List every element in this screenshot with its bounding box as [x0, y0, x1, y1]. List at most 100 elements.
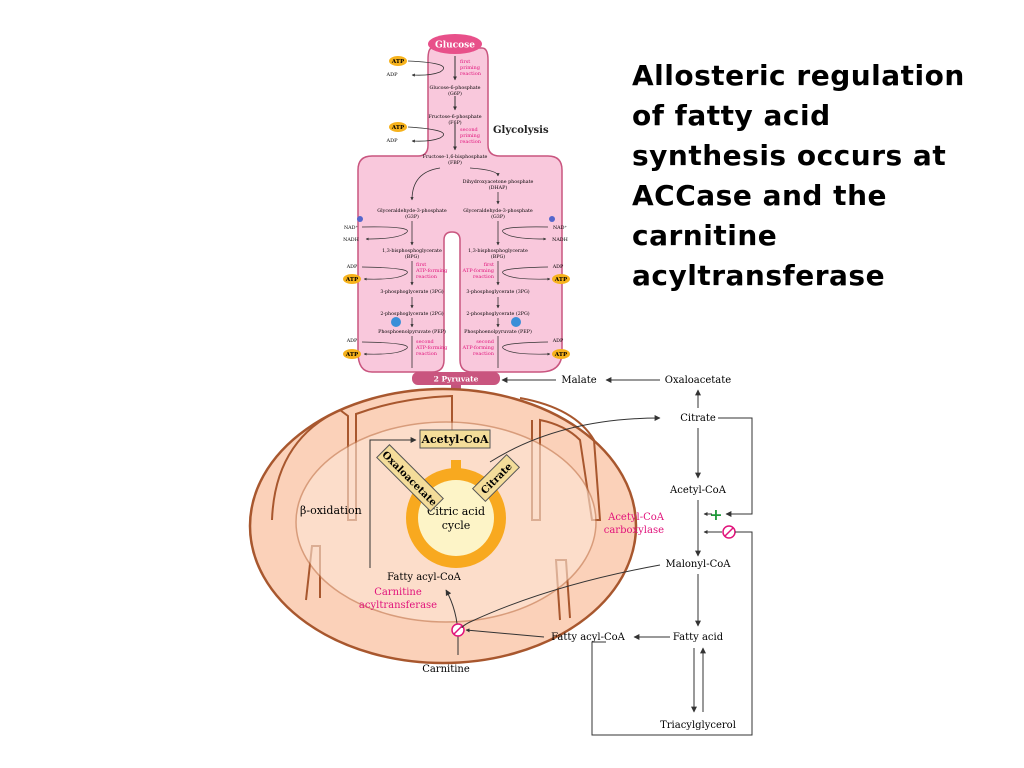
second-atp-forming-left-2: ATP-forming	[415, 345, 448, 351]
beta-oxidation-label: β-oxidation	[300, 504, 362, 517]
atp-badge-left-1	[343, 274, 361, 284]
second-atp-forming-left-1: second	[416, 339, 435, 345]
mito-citrate-box	[471, 453, 521, 503]
bpg-right-abbr: (BPG)	[491, 253, 505, 260]
atp-label-2: ATP	[391, 125, 404, 131]
atp-badge-right-2	[552, 349, 570, 359]
first-priming-3: reaction	[460, 71, 482, 77]
first-atp-forming-right-3: reaction	[473, 274, 495, 280]
acetyl-coa-label: Acetyl-CoA	[669, 485, 727, 496]
fatty-acid-label: Fatty acid	[673, 632, 724, 643]
first-atp-forming-right-2: ATP-forming	[462, 268, 495, 274]
glucose-oval	[428, 34, 482, 54]
g6p-abbr: (G6P)	[448, 90, 462, 97]
second-priming-1: second	[460, 127, 479, 133]
title-line-1: Allosteric regulation	[632, 59, 965, 92]
first-atp-forming-right-1: first	[484, 262, 494, 268]
atp-right-1: ATP	[554, 277, 567, 283]
fatty-acyl-coa-label: Fatty acyl-CoA	[551, 632, 626, 643]
mito-fatty-acyl-coa: Fatty acyl-CoA	[387, 572, 462, 583]
pg3-left: 3-phosphoglycerate (3PG)	[380, 288, 443, 295]
enzyme-icon-left	[391, 317, 401, 327]
f6p-abbr: (F6P)	[448, 119, 461, 126]
title-line-5: carnitine	[632, 219, 778, 252]
title-line-4: ACCase and the	[632, 179, 887, 212]
pep-left: Phosphoenolpyruvate (PEP)	[378, 328, 446, 335]
pyruvate-bar	[412, 372, 500, 385]
bpg-right-label: 1,3-bisphosphoglycerate	[468, 248, 528, 254]
citrate-label: Citrate	[680, 413, 716, 424]
mito-oxaloacetate-box	[376, 444, 444, 512]
glycolysis-label: Glycolysis	[493, 125, 549, 136]
second-priming-2: priming	[460, 133, 481, 139]
atp-left-2: ATP	[345, 352, 358, 358]
title-line-2: of fatty acid	[632, 99, 831, 132]
second-atp-forming-right-3: reaction	[473, 351, 495, 357]
carnitine-label: Carnitine	[422, 664, 470, 675]
mito-acetyl-coa-label: Acetyl-CoA	[420, 433, 489, 446]
g3p-right-label: Glyceraldehyde-3-phosphate	[463, 208, 533, 214]
g3p-left-abbr: (G3P)	[405, 213, 419, 220]
g3p-right-abbr: (G3P)	[491, 213, 505, 220]
acc-label-2: carboxylase	[604, 525, 664, 536]
plus-sign: +	[709, 505, 722, 524]
atp-badge-1	[389, 56, 407, 66]
pg2-left: 2-phosphoglycerate (2PG)	[380, 310, 443, 317]
atp-left-1: ATP	[345, 277, 358, 283]
bpg-left-abbr: (BPG)	[405, 253, 419, 260]
nad-right: NAD⁺	[553, 225, 568, 231]
adp-right-2: ADP	[552, 338, 564, 344]
malonyl-coa-label: Malonyl-CoA	[666, 559, 732, 570]
g3p-left-label: Glyceraldehyde-3-phosphate	[377, 208, 447, 214]
adp-left-1: ADP	[346, 264, 358, 270]
bpg-left-label: 1,3-bisphosphoglycerate	[382, 248, 442, 254]
first-atp-forming-left-2: ATP-forming	[415, 268, 448, 274]
slide-title: Allosteric regulation of fatty acid synt…	[632, 56, 1012, 296]
glucose-label: Glucose	[435, 41, 475, 51]
g6p-label: Glucose-6-phosphate	[430, 85, 481, 91]
atp-right-2: ATP	[554, 352, 567, 358]
adp-right-1: ADP	[552, 264, 564, 270]
mito-acetyl-coa-box	[419, 429, 491, 449]
first-atp-forming-left-3: reaction	[416, 274, 438, 280]
triacylglycerol-label: Triacylglycerol	[660, 720, 736, 731]
adp-label-1: ADP	[386, 72, 399, 78]
malate-label: Malate	[561, 375, 596, 386]
atp-badge-left-2	[343, 349, 361, 359]
carnitine-acyltransferase-1: Carnitine	[374, 587, 422, 598]
dhap-label: Dihydroxyacetone phosphate	[463, 179, 534, 185]
adp-left-2: ADP	[346, 338, 358, 344]
atp-label-1: ATP	[391, 59, 404, 65]
second-atp-forming-right-2: ATP-forming	[462, 345, 495, 351]
second-priming-3: reaction	[460, 139, 482, 145]
citric-acid-cycle-line2: cycle	[442, 519, 471, 532]
nadh-right: NADH	[552, 237, 568, 243]
second-atp-forming-left-3: reaction	[416, 351, 438, 357]
nad-icon-right	[549, 216, 555, 222]
pg2-right: 2-phosphoglycerate (2PG)	[466, 310, 529, 317]
pg3-right: 3-phosphoglycerate (3PG)	[466, 288, 529, 295]
title-line-6: acyltransferase	[632, 259, 886, 292]
nadh-left: NADH	[343, 237, 359, 243]
first-priming-2: priming	[460, 65, 481, 71]
pyruvate-label: 2 Pyruvate	[434, 375, 479, 384]
pep-right: Phosphoenolpyruvate (PEP)	[464, 328, 532, 335]
first-priming-1: first	[460, 59, 470, 65]
f6p-label: Fructose-6-phosphate	[428, 114, 481, 120]
carnitine-acyltransferase-2: acyltransferase	[359, 600, 437, 611]
fbp-label: Fructose-1,6-bisphosphate	[423, 154, 488, 160]
atp-badge-2	[389, 122, 407, 132]
first-atp-forming-left-1: first	[416, 262, 426, 268]
second-atp-forming-right-1: second	[476, 339, 495, 345]
citric-acid-cycle-line1: Citric acid	[427, 505, 485, 518]
dhap-abbr: (DHAP)	[489, 184, 508, 191]
glycolysis-compartment	[357, 47, 563, 373]
nad-icon-left	[357, 216, 363, 222]
adp-label-2: ADP	[386, 138, 399, 144]
fbp-abbr: (FBP)	[448, 159, 462, 166]
atp-badge-right-1	[552, 274, 570, 284]
nad-left: NAD⁺	[344, 225, 359, 231]
title-line-3: synthesis occurs at	[632, 139, 947, 172]
